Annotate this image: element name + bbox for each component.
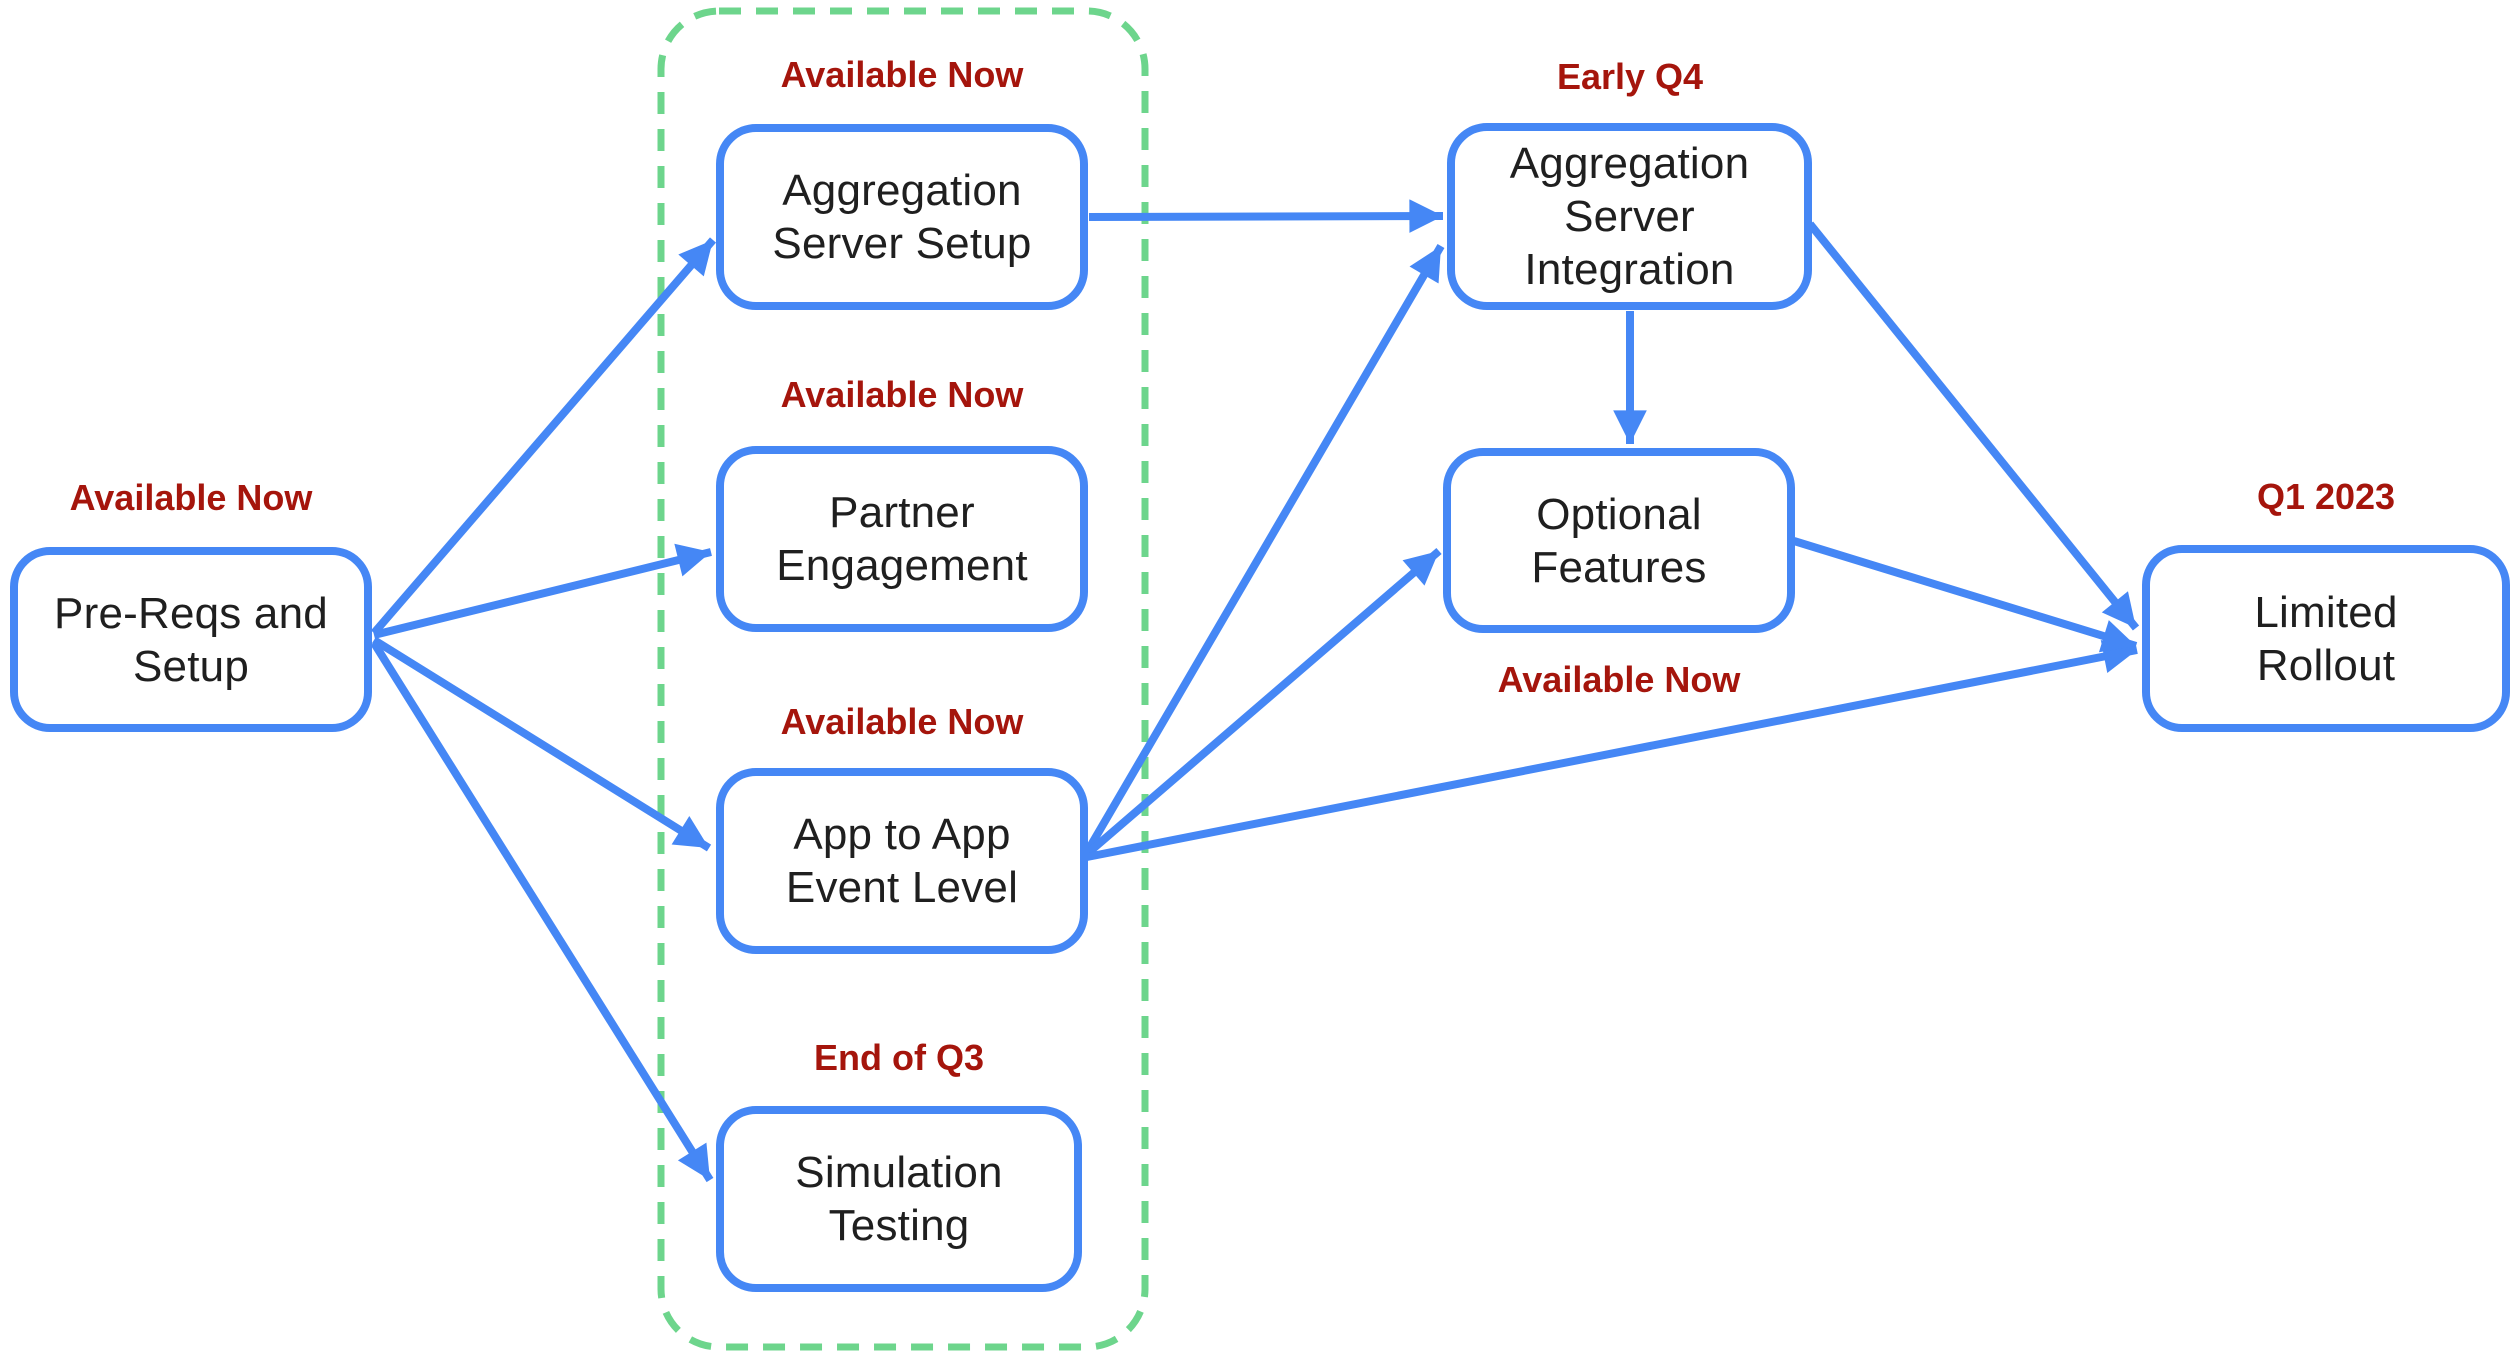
node-label: Aggregation Server Setup (772, 166, 1032, 268)
status-pre-reqs: Available Now (69, 477, 313, 518)
node-label: Pre-Reqs and Setup (54, 588, 328, 691)
edge-optional-features-to-limited-rollout (1792, 537, 2138, 653)
status-optional-features: Available Now (1497, 659, 1741, 700)
status-app-to-app-event-level: Available Now (780, 701, 1024, 742)
status-partner-engagement: Available Now (780, 374, 1024, 415)
status-limited-rollout: Q1 2023 (2256, 476, 2396, 517)
edge-aggregation-server-integration-to-limited-rollout (1806, 221, 2140, 631)
edge-pre-reqs-to-aggregation-server-setup (370, 237, 717, 636)
edge-pre-reqs-to-app-to-app-event-level (371, 636, 712, 852)
status-simulation-testing: End of Q3 (814, 1037, 984, 1078)
node-partner-engagement: Partner Engagement (716, 446, 1088, 632)
node-label: Optional Features (1531, 489, 1707, 592)
node-aggregation-server-setup: Aggregation Server Setup (716, 124, 1088, 310)
edge-aggregation-server-setup-to-aggregation-server-integration (1088, 199, 1444, 233)
node-optional-features: Optional Features (1443, 448, 1795, 633)
node-label: Limited Rollout (2254, 587, 2398, 690)
edge-app-to-app-to-limited-rollout (1086, 640, 2138, 861)
node-simulation-testing: Simulation Testing (716, 1106, 1082, 1292)
node-label: App to App Event Level (785, 810, 1019, 912)
edge-app-to-app-to-optional-features (1084, 547, 1442, 858)
edge-pre-reqs-to-partner-engagement (373, 543, 712, 639)
node-app-to-app-event-level: App to App Event Level (716, 768, 1088, 954)
node-label: Partner Engagement (776, 488, 1028, 590)
node-label: Simulation Testing (795, 1148, 1003, 1250)
node-label: Aggregation Server Integration (1509, 139, 1750, 294)
edge-app-to-app-to-aggregation-server-integration (1083, 243, 1445, 855)
node-limited-rollout: Limited Rollout (2142, 545, 2510, 732)
status-aggregation-server-integration: Early Q4 (1556, 56, 1704, 97)
node-aggregation-server-integration: Aggregation Server Integration (1447, 123, 1812, 310)
edge-pre-reqs-to-simulation-testing (370, 640, 714, 1183)
node-pre-reqs-and-setup: Pre-Reqs and Setup (10, 547, 372, 732)
status-aggregation-server-setup: Available Now (780, 54, 1024, 95)
